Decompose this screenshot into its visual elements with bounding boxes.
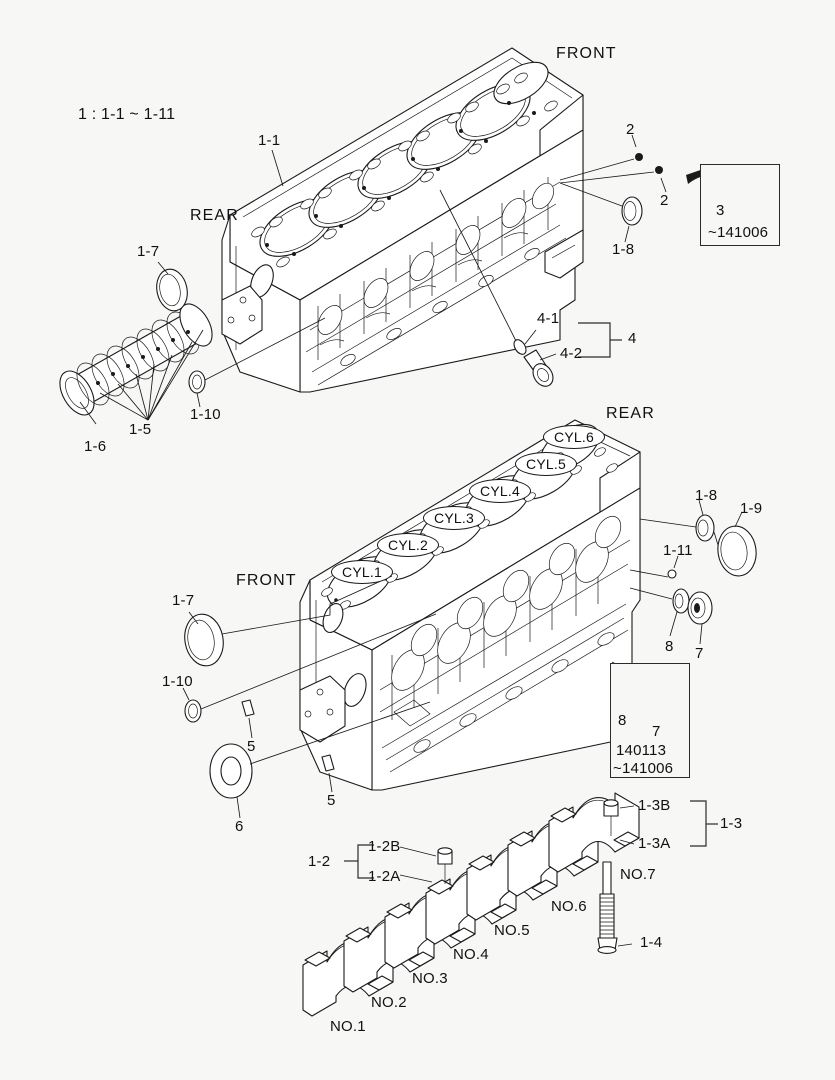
cap-label-no6: NO.6 — [551, 898, 587, 915]
callout-1-3: 1-3 — [720, 815, 743, 832]
callout-8-bottom: 8 — [665, 638, 674, 655]
inset-part-7-label: 7 — [652, 723, 661, 740]
inset-box-top — [700, 164, 780, 246]
part-4-assembly — [439, 189, 622, 387]
top-oring-1-10 — [188, 317, 326, 408]
cylinder-badge-1: CYL.1 — [331, 560, 393, 584]
inset-serial-top: ~141006 — [708, 224, 769, 241]
plug-1-8-bottom — [639, 499, 715, 542]
cap-label-no2: NO.2 — [371, 994, 407, 1011]
callout-5-a: 5 — [247, 738, 256, 755]
callout-1-8-top: 1-8 — [612, 241, 635, 258]
bracket-1-3 — [690, 800, 707, 847]
cylinder-liner-stack — [59, 303, 213, 425]
top-seal-ring-1-7 — [156, 261, 188, 312]
callout-1-2B: 1-2B — [368, 838, 401, 855]
oring-8-bottom — [629, 587, 690, 637]
callout-1-11: 1-11 — [663, 542, 693, 559]
callout-1-3B: 1-3B — [638, 797, 671, 814]
cylinder-badge-4: CYL.4 — [469, 479, 531, 503]
cylinder-badge-5: CYL.5 — [515, 452, 577, 476]
callout-1-2: 1-2 — [308, 853, 331, 870]
dowel-pin-5-a — [241, 699, 255, 739]
dowel-pin-5-b — [321, 754, 335, 793]
inset-serial-from: 140113 — [616, 742, 667, 759]
callout-4: 4 — [628, 330, 637, 347]
callout-6: 6 — [235, 818, 244, 835]
callout-1-10-bottom: 1-10 — [162, 673, 193, 690]
bottom-oring-1-10 — [182, 613, 437, 723]
inset-part-8-label: 8 — [618, 712, 627, 729]
bushing-7-bottom — [687, 591, 713, 645]
callout-1-3A: 1-3A — [638, 835, 671, 852]
engine-block-bottom-view — [299, 419, 641, 791]
orientation-front-bottom: FRONT — [236, 572, 297, 589]
orientation-rear-top: REAR — [190, 207, 239, 224]
callout-7-bottom: 7 — [695, 645, 704, 662]
leader-1-2B — [399, 846, 437, 857]
callout-2-a: 2 — [626, 121, 635, 138]
leader-1-2A — [399, 874, 433, 883]
leader-1-1 — [271, 149, 284, 187]
diagram-title-note: 1 : 1-1 ~ 1-11 — [78, 106, 176, 123]
orientation-rear-bottom: REAR — [606, 405, 655, 422]
dowel-1-11 — [629, 555, 679, 579]
callout-1-4: 1-4 — [640, 934, 663, 951]
callout-5-b: 5 — [327, 792, 336, 809]
callout-2-b: 2 — [660, 192, 669, 209]
callout-1-5: 1-5 — [129, 421, 152, 438]
cap-bolt-1-3B — [603, 799, 619, 836]
callout-4-2: 4-2 — [560, 345, 583, 362]
top-dowel-2-markers — [559, 134, 667, 193]
cap-label-no4: NO.4 — [453, 946, 489, 963]
cylinder-badge-6: CYL.6 — [543, 425, 605, 449]
top-plug-1-8 — [559, 182, 643, 243]
inset-box-bottom — [610, 663, 690, 778]
bottom-seal-ring-1-7 — [184, 575, 393, 667]
inset-part-3-label: 3 — [716, 202, 725, 219]
cylinder-badge-2: CYL.2 — [377, 533, 439, 557]
cap-bolt-1-2B — [437, 847, 453, 884]
cap-label-no5: NO.5 — [494, 922, 530, 939]
callout-1-6: 1-6 — [84, 438, 107, 455]
callout-1-2A: 1-2A — [368, 868, 401, 885]
cylinder-badge-3: CYL.3 — [423, 506, 485, 530]
callout-1-7-top: 1-7 — [137, 243, 160, 260]
orientation-front-top: FRONT — [556, 45, 617, 62]
callout-1-9: 1-9 — [740, 500, 763, 517]
cap-label-no1: NO.1 — [330, 1018, 366, 1035]
callout-1-7-bottom: 1-7 — [172, 592, 195, 609]
engine-block-top-view — [221, 47, 584, 393]
callout-4-1: 4-1 — [537, 310, 560, 327]
leader-1-3B — [619, 805, 635, 809]
inset-serial-to: ~141006 — [613, 760, 674, 777]
leader-1-3A — [619, 839, 635, 845]
seal-1-9 — [713, 511, 757, 577]
main-bearing-caps — [302, 792, 718, 1017]
callout-1-8-bottom: 1-8 — [695, 487, 718, 504]
long-bolt-1-4 — [597, 861, 633, 954]
callout-1-10-top: 1-10 — [190, 406, 221, 423]
callout-1-1: 1-1 — [258, 132, 281, 149]
bottom-washer-6 — [209, 701, 431, 819]
cap-label-no3: NO.3 — [412, 970, 448, 987]
cap-label-no7: NO.7 — [620, 866, 656, 883]
